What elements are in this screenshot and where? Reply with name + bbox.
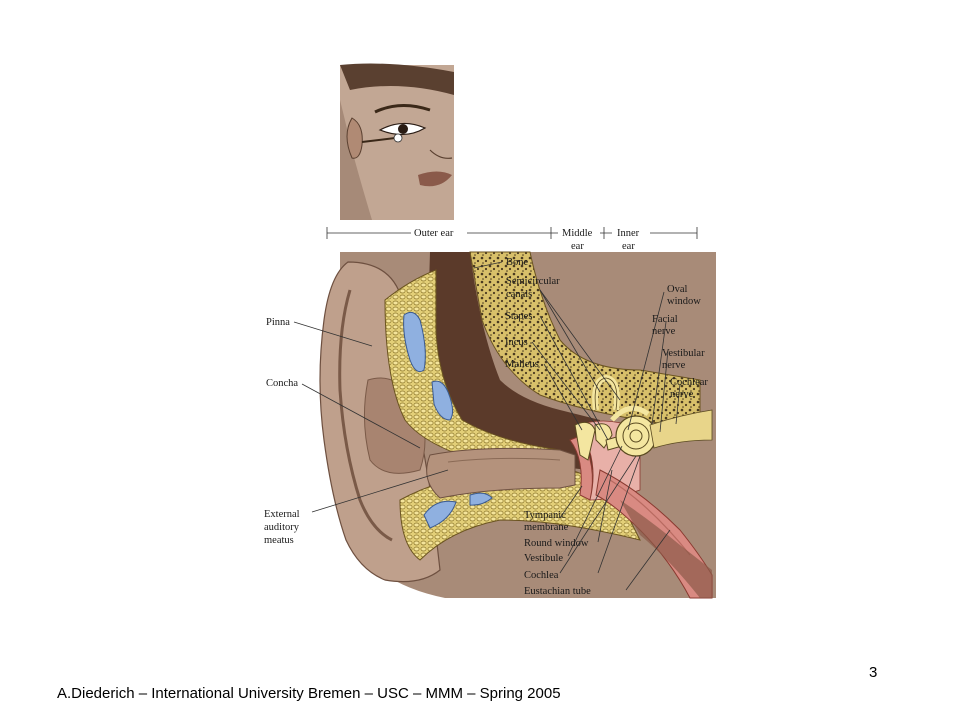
- label-pinna: Pinna: [266, 317, 290, 328]
- fluid-pocket: [469, 492, 493, 506]
- leader-lines: [293, 261, 681, 591]
- cochlea-shape: [615, 415, 657, 457]
- label-facial-nerve-2: nerve: [652, 326, 676, 337]
- label-semicircular-canals-2: canals: [506, 289, 532, 300]
- label-concha: Concha: [266, 378, 298, 389]
- malleus-shape: [574, 421, 596, 461]
- label-vestibular-nerve-2: nerve: [662, 360, 686, 371]
- page-number: 3: [869, 664, 878, 681]
- vestibulocochlear-nerve: [649, 409, 713, 449]
- label-external-auditory-meatus-2: auditory: [264, 522, 300, 533]
- label-facial-nerve-1: Facial: [652, 314, 678, 325]
- section-inner-ear-line1: Inner: [617, 228, 640, 239]
- section-middle-ear-line2: ear: [571, 241, 584, 252]
- label-cochlear-nerve-1: Cochlear: [670, 377, 708, 388]
- label-vestibular-nerve-1: Vestibular: [662, 348, 705, 359]
- label-semicircular-canals-1: Semicircular: [506, 276, 560, 287]
- label-stapes: Stapes: [505, 311, 532, 322]
- fluid-pocket: [423, 500, 457, 529]
- label-malleus: Malleus: [505, 359, 539, 370]
- section-outer-ear: Outer ear: [414, 228, 454, 239]
- label-eustachian-tube: Eustachian tube: [524, 586, 591, 597]
- label-vestibule: Vestibule: [524, 553, 563, 564]
- label-bone: Bone: [506, 257, 529, 268]
- label-cochlear-nerve-2: nerve: [670, 389, 694, 400]
- ear-cross-section: [319, 251, 716, 599]
- slide-footer: A.Diederich – International University B…: [57, 685, 561, 702]
- label-round-window: Round window: [524, 538, 589, 549]
- section-middle-ear-line1: Middle: [562, 228, 593, 239]
- fluid-pocket: [403, 311, 426, 373]
- label-oval-window-2: window: [667, 296, 701, 307]
- section-brackets: [326, 225, 698, 239]
- label-tympanic-membrane-1: Tympanic: [524, 510, 566, 521]
- fluid-pocket: [431, 380, 454, 421]
- section-inner-ear-line2: ear: [622, 241, 635, 252]
- label-external-auditory-meatus-3: meatus: [264, 535, 294, 546]
- label-cochlea: Cochlea: [524, 570, 559, 581]
- label-tympanic-membrane-2: membrane: [524, 522, 569, 533]
- label-oval-window-1: Oval: [667, 284, 687, 295]
- label-external-auditory-meatus-1: External: [264, 509, 300, 520]
- face-inset: [340, 63, 454, 220]
- label-incus: Incus: [505, 337, 528, 348]
